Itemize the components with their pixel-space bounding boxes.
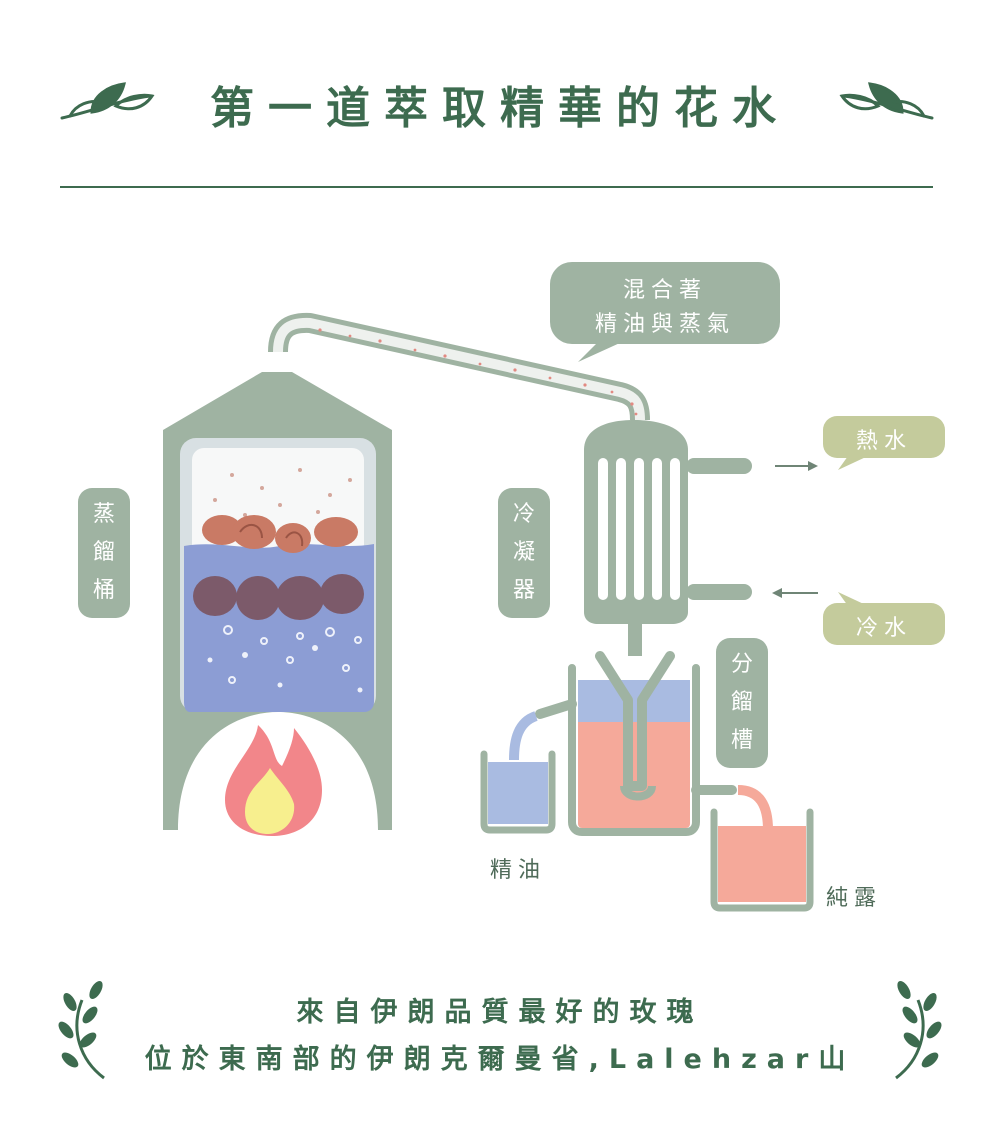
separator-label-char: 分: [730, 652, 753, 677]
steam-pipe: [268, 312, 650, 421]
essential-oil-label: 精油: [490, 858, 547, 883]
rose-petals-floating: [202, 515, 358, 553]
essential-oil-beaker: [480, 750, 556, 834]
condenser-label-char: 凝: [512, 540, 535, 565]
leaf-ornament-right-icon: [839, 82, 934, 120]
condenser-label-char: 器: [512, 578, 535, 603]
page-title: 第一道萃取精華的花水: [210, 83, 790, 134]
still-label-char: 蒸: [92, 502, 115, 527]
arrow-in-icon: [772, 588, 818, 598]
separator-vessel: [509, 651, 773, 836]
still-label-char: 桶: [92, 578, 115, 603]
cold-water-label: 冷水: [855, 616, 912, 641]
laurel-right-icon: [895, 980, 942, 1080]
laurel-left-icon: [58, 980, 105, 1080]
hot-water-label: 熱水: [855, 429, 912, 454]
still-label-char: 餾: [92, 540, 115, 565]
separator-label: 分 餾 槽: [716, 638, 768, 768]
separator-label-char: 餾: [730, 690, 753, 715]
footer-line-2: 位於東南部的伊朗克爾曼省,Lalehzar山: [144, 1044, 856, 1075]
hydrosol-beaker: [710, 808, 814, 912]
rose-petals-submerged: [193, 574, 364, 620]
still-vessel: [163, 372, 392, 830]
title-divider: [60, 186, 933, 188]
condenser-label: 冷 凝 器: [498, 488, 550, 618]
bubble-line-2: 精油與蒸氣: [594, 312, 735, 337]
leaf-ornament-left-icon: [60, 82, 155, 120]
arrow-out-icon: [775, 461, 818, 471]
hydrosol-label: 純露: [826, 886, 883, 911]
condenser: [584, 420, 752, 656]
cold-water-tag: [823, 592, 945, 645]
still-label: 蒸 餾 桶: [78, 488, 130, 618]
condenser-label-char: 冷: [512, 502, 535, 527]
separator-label-char: 槽: [730, 728, 753, 753]
hot-water-tag: [823, 416, 945, 470]
fire-icon: [225, 725, 322, 836]
steam-bubble: [550, 262, 780, 362]
bubble-line-1: 混合著: [622, 278, 707, 303]
footer-line-1: 來自伊朗品質最好的玫瑰: [296, 997, 704, 1028]
